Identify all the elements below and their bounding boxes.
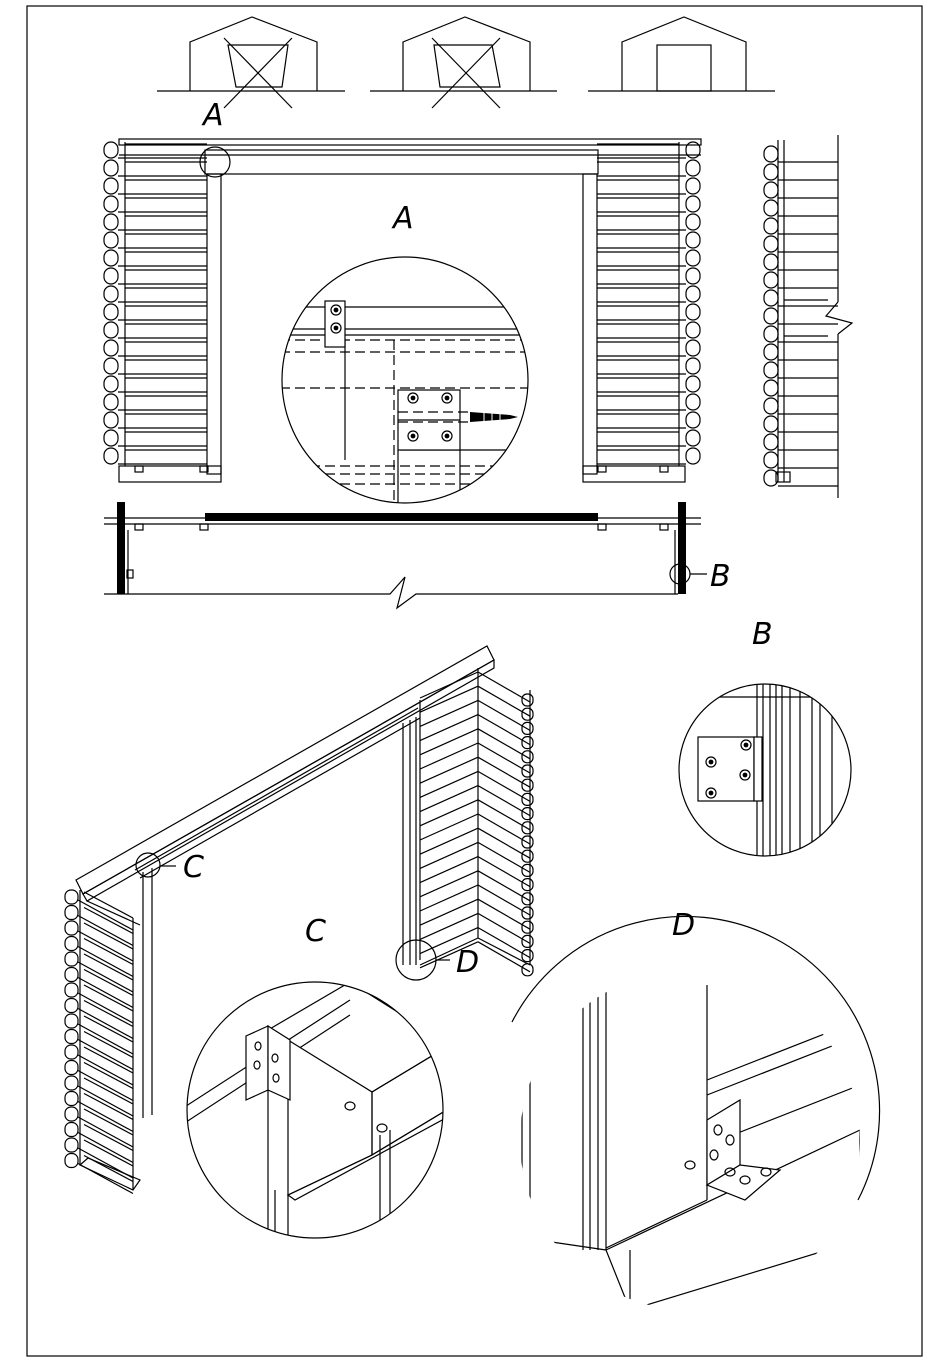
log-end — [764, 434, 778, 450]
log-end — [104, 142, 118, 158]
log-end — [65, 1014, 78, 1028]
log-end — [65, 999, 78, 1013]
label-b-callout: B — [710, 559, 731, 594]
log-end — [764, 236, 778, 252]
label-a-detail: A — [391, 201, 414, 236]
plan-section — [104, 502, 707, 608]
log-end — [764, 182, 778, 198]
detail-d-magnified — [512, 916, 880, 1310]
house-door-icon — [588, 17, 775, 91]
log-end — [764, 380, 778, 396]
log-end — [686, 250, 700, 266]
drawing-border — [27, 6, 922, 1356]
log-end — [65, 968, 78, 982]
log-end — [104, 412, 118, 428]
log-end — [686, 430, 700, 446]
log-end — [686, 232, 700, 248]
log-end — [65, 1107, 78, 1121]
log-end — [686, 178, 700, 194]
log-end — [104, 448, 118, 464]
log-end — [764, 344, 778, 360]
log-end — [764, 362, 778, 378]
log-end — [764, 308, 778, 324]
log-end — [65, 1138, 78, 1152]
label-d-detail: D — [672, 908, 695, 943]
log-end — [764, 326, 778, 342]
log-end — [65, 1045, 78, 1059]
label-d-callout: D — [456, 945, 479, 980]
log-end — [764, 218, 778, 234]
log-end — [65, 1123, 78, 1137]
log-end — [65, 937, 78, 951]
log-end — [764, 452, 778, 468]
detail-c-magnified — [180, 982, 455, 1240]
log-end — [686, 214, 700, 230]
log-end — [686, 268, 700, 284]
log-end — [104, 430, 118, 446]
log-end — [686, 358, 700, 374]
detail-a-magnified — [280, 257, 530, 510]
label-b-detail: B — [752, 617, 773, 652]
log-end — [764, 272, 778, 288]
house-crossed-icon-2 — [370, 17, 557, 108]
log-end — [686, 376, 700, 392]
log-end — [65, 952, 78, 966]
log-end — [104, 232, 118, 248]
log-end — [104, 304, 118, 320]
label-c-detail: C — [305, 914, 326, 949]
log-end — [764, 164, 778, 180]
log-end — [65, 1061, 78, 1075]
log-end — [764, 200, 778, 216]
log-end — [104, 214, 118, 230]
log-end — [104, 322, 118, 338]
log-end — [104, 358, 118, 374]
log-end — [65, 890, 78, 904]
log-end — [686, 412, 700, 428]
log-end — [65, 906, 78, 920]
log-end — [686, 394, 700, 410]
house-crossed-icon-1 — [157, 17, 345, 108]
log-end — [686, 340, 700, 356]
log-end — [65, 1076, 78, 1090]
log-end — [65, 1092, 78, 1106]
log-end — [764, 398, 778, 414]
log-end — [104, 250, 118, 266]
log-end — [764, 146, 778, 162]
log-end — [104, 268, 118, 284]
log-end — [104, 340, 118, 356]
log-end — [104, 196, 118, 212]
detail-b-magnified — [676, 680, 860, 860]
log-end — [104, 394, 118, 410]
log-end — [764, 254, 778, 270]
log-end — [104, 286, 118, 302]
log-end — [104, 160, 118, 176]
log-end — [65, 983, 78, 997]
log-end — [686, 322, 700, 338]
log-end — [764, 416, 778, 432]
log-end — [104, 178, 118, 194]
label-c-callout: C — [183, 850, 204, 885]
log-end — [686, 448, 700, 464]
log-end — [65, 1154, 78, 1168]
log-end — [686, 286, 700, 302]
log-end — [686, 160, 700, 176]
label-a-callout: A — [201, 98, 224, 133]
log-end — [65, 1030, 78, 1044]
log-end — [65, 921, 78, 935]
log-end — [686, 142, 700, 158]
log-end — [104, 376, 118, 392]
log-end — [764, 290, 778, 306]
log-end — [686, 304, 700, 320]
side-elevation — [764, 135, 852, 498]
log-end — [686, 196, 700, 212]
